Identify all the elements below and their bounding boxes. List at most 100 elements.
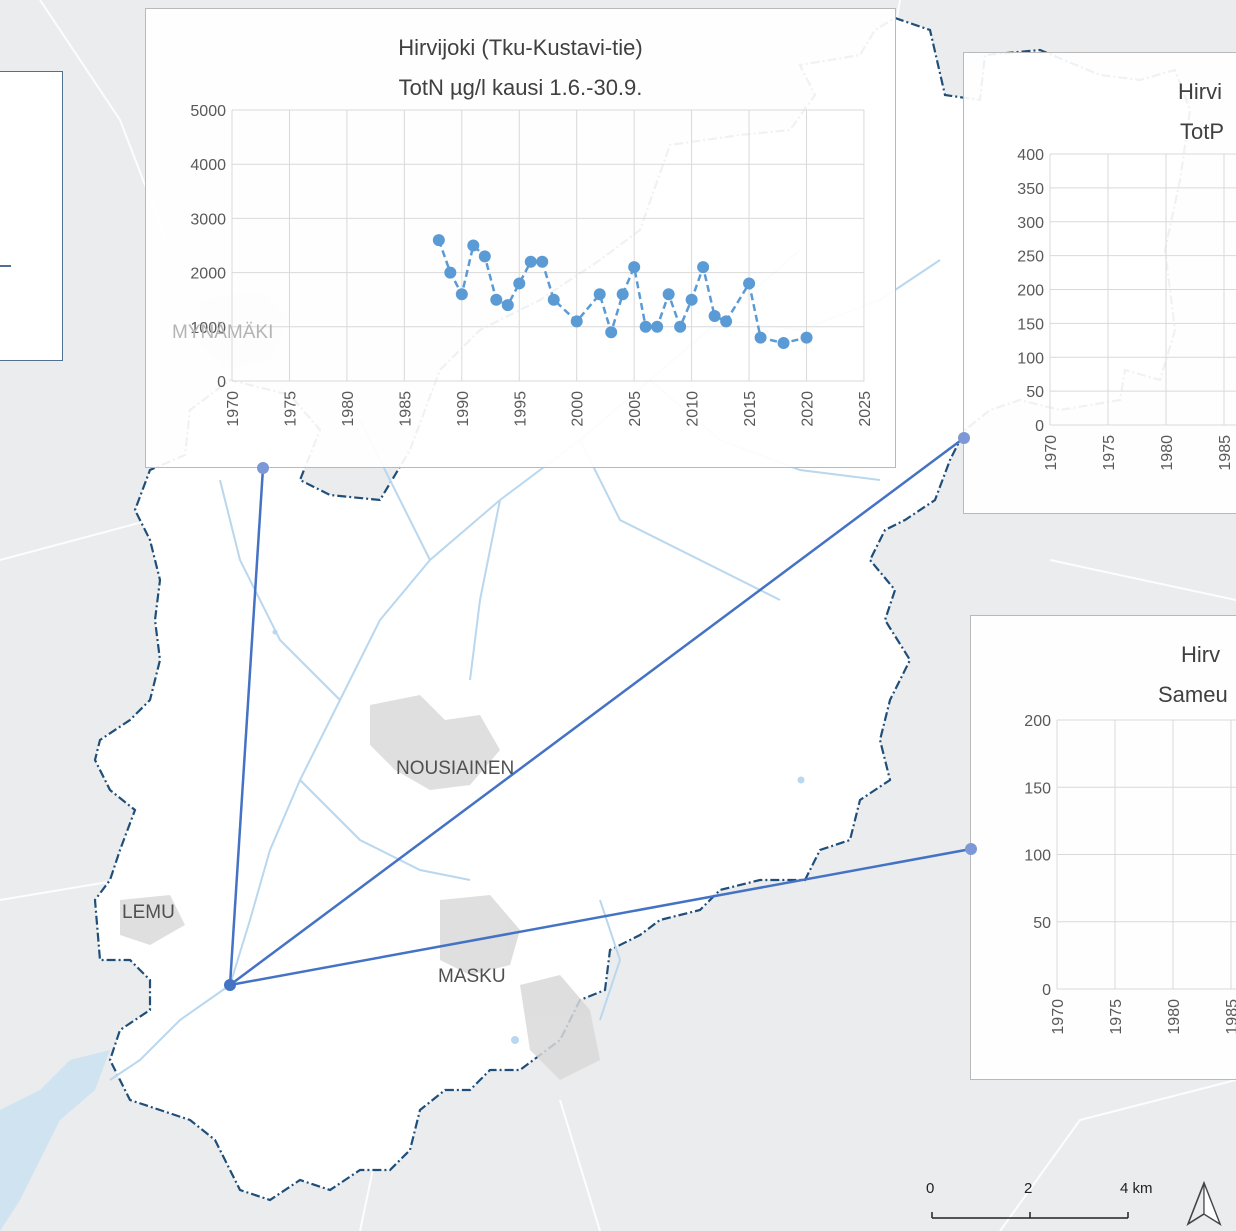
small-lakes <box>272 629 805 1044</box>
x-tick-label: 1985 <box>1217 435 1234 471</box>
y-tick-label: 4000 <box>190 157 226 174</box>
y-tick-label: 0 <box>1035 418 1044 435</box>
x-tick-label: 2000 <box>570 391 587 427</box>
data-point <box>513 277 526 290</box>
x-tick-label: 2025 <box>857 391 874 427</box>
data-point <box>501 299 514 312</box>
data-point <box>593 288 606 301</box>
y-tick-label: 5000 <box>190 103 226 120</box>
chart-panel-totp: Hirvi TotP 0 50 100 150 200 250 300 350 400 1970 1… <box>963 52 1236 514</box>
connector-to-totn-chart <box>228 467 265 986</box>
connector-to-totp-chart <box>229 436 965 987</box>
data-point <box>651 320 664 333</box>
chart-panel-totn: Hirvijoki (Tku-Kustavi-tie) TotN µg/l ka… <box>145 8 896 468</box>
y-tick-label: 350 <box>1017 181 1044 198</box>
data-point <box>662 288 675 301</box>
data-point <box>547 293 560 306</box>
scale-label-zero: 0 <box>926 1180 935 1197</box>
y-tick-label: 100 <box>1024 848 1051 865</box>
x-tick-label: 1980 <box>1166 999 1183 1035</box>
chart-title-line1: Hirv <box>1181 642 1221 667</box>
data-point <box>674 320 687 333</box>
x-tick-label: 1975 <box>1108 999 1125 1035</box>
x-tick-label: 1975 <box>1101 435 1118 471</box>
x-tick-label: 1970 <box>1043 435 1060 471</box>
place-label-mynamaki: MYNÄMÄKI <box>172 322 274 343</box>
sea-water <box>0 1050 110 1231</box>
y-tick-label: 150 <box>1024 780 1051 797</box>
x-tick-label: 1980 <box>1159 435 1176 471</box>
data-point <box>432 234 445 247</box>
chart-title-line2: TotN µg/l kausi 1.6.-30.9. <box>398 75 643 100</box>
chart-title-line2: TotP <box>1180 119 1225 144</box>
y-tick-label: 200 <box>1017 283 1044 300</box>
y-tick-label: 0 <box>217 374 226 391</box>
y-tick-label: 200 <box>1024 713 1051 730</box>
y-tick-label: 2000 <box>190 266 226 283</box>
x-tick-label: 1970 <box>225 391 242 427</box>
series-line <box>437 239 807 345</box>
data-point <box>754 331 767 344</box>
data-point <box>536 255 549 268</box>
chart-connectors <box>228 436 972 987</box>
place-label-nousiainen: NOUSIAINEN <box>396 758 515 779</box>
data-point <box>697 261 710 274</box>
place-label-masku: MASKU <box>438 966 506 987</box>
y-tick-label: 50 <box>1033 915 1051 932</box>
place-label-lemu: LEMU <box>122 902 175 923</box>
data-point <box>524 255 537 268</box>
scale-bar-line <box>931 1212 1129 1219</box>
data-point <box>639 320 652 333</box>
data-point <box>455 288 468 301</box>
data-point <box>605 326 618 339</box>
chart-plot-totn: 0 1000 2000 3000 4000 5000 1970 1975 1980 1985 199… <box>190 103 874 427</box>
data-point <box>685 293 698 306</box>
x-tick-label: 2015 <box>742 391 759 427</box>
chart-title-line2: Sameu <box>1158 682 1228 707</box>
data-point <box>490 293 503 306</box>
data-point <box>570 315 583 328</box>
chart-title-line1: Hirvi <box>1178 79 1222 104</box>
chart-title-line1: Hirvijoki (Tku-Kustavi-tie) <box>398 35 643 60</box>
data-point <box>720 315 733 328</box>
x-tick-label: 1985 <box>397 391 414 427</box>
connector-to-sameus-chart <box>229 847 972 987</box>
data-point <box>708 309 721 322</box>
data-point <box>743 277 756 290</box>
x-tick-label: 1970 <box>1050 999 1067 1035</box>
x-tick-label: 1980 <box>340 391 357 427</box>
x-tick-label: 2020 <box>800 391 817 427</box>
x-tick-label: 1985 <box>1224 999 1236 1035</box>
y-tick-label: 3000 <box>190 211 226 228</box>
scale-label-mid: 2 <box>1024 1180 1033 1197</box>
y-tick-label: 400 <box>1017 147 1044 164</box>
scale-label-end: 4 km <box>1120 1180 1153 1197</box>
data-point <box>628 261 641 274</box>
y-tick-label: 50 <box>1026 384 1044 401</box>
data-point <box>800 331 813 344</box>
y-tick-label: 0 <box>1042 982 1051 999</box>
x-tick-label: 1990 <box>455 391 472 427</box>
chart-panel-sameus: Hirv Sameu 0 50 100 150 200 1970 1975 1980 1985 <box>970 615 1236 1080</box>
y-tick-label: 100 <box>1017 350 1044 367</box>
legend-box <box>0 71 63 361</box>
y-tick-label: 250 <box>1017 249 1044 266</box>
x-tick-label: 2005 <box>627 391 644 427</box>
y-tick-label: 1000 <box>190 320 226 337</box>
data-point <box>478 250 491 263</box>
y-tick-label: 150 <box>1017 316 1044 333</box>
legend-line-symbol <box>0 265 11 267</box>
river-network <box>109 249 941 1081</box>
data-point <box>467 239 480 252</box>
y-tick-label: 300 <box>1017 215 1044 232</box>
data-point <box>777 337 790 350</box>
data-point <box>444 266 457 279</box>
x-tick-label: 1975 <box>282 391 299 427</box>
north-arrow-icon <box>1186 1180 1222 1226</box>
data-point <box>616 288 629 301</box>
chart-plot-sameus: 0 50 100 150 200 1970 1975 1980 1985 <box>1024 713 1236 1035</box>
x-tick-label: 2010 <box>685 391 702 427</box>
x-tick-label: 1995 <box>512 391 529 427</box>
chart-plot-totp: 0 50 100 150 200 250 300 350 400 1970 1975 1980 1985 <box>1017 147 1236 471</box>
